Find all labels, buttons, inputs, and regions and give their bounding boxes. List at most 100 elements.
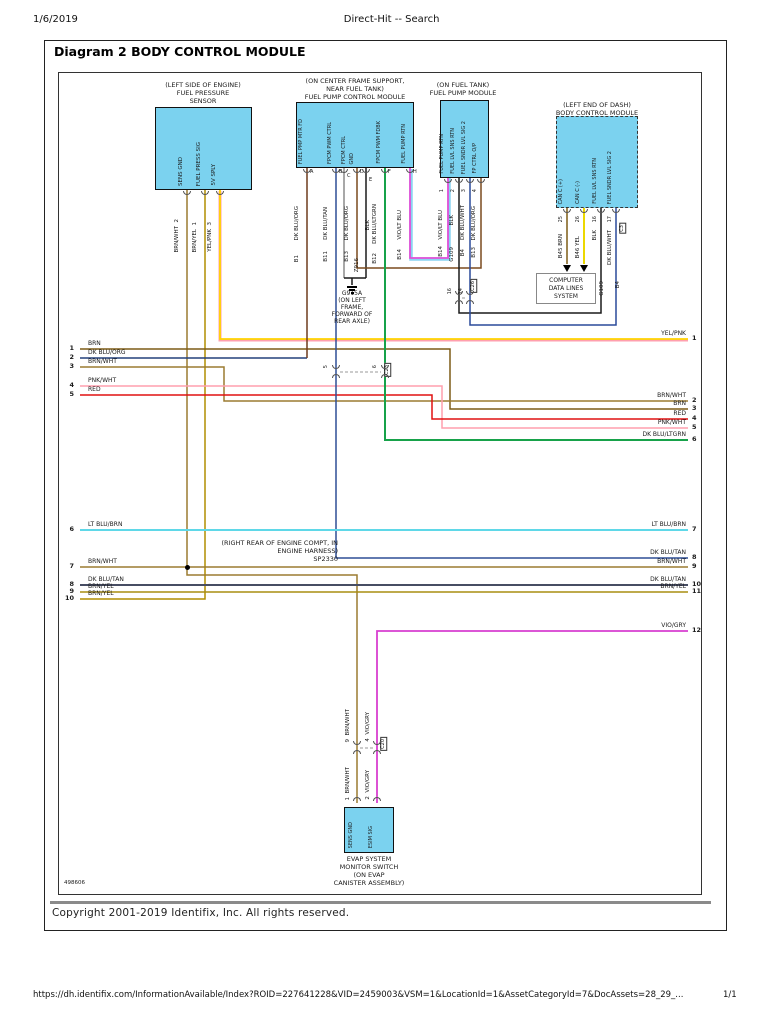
ground-symbol-icon [350,292,354,294]
diagram-label: YEL/PNK 3 [207,222,213,252]
diagram-title: Diagram 2 BODY CONTROL MODULE [54,44,306,59]
diagram-label: CANISTER ASSEMBLY) [333,879,405,887]
diagram-label: F [388,169,391,175]
row-number-right: 12 [692,626,702,634]
row-number-right: 3 [692,404,697,412]
row-number-left: 5 [69,390,74,398]
row-number-left: 8 [69,580,74,588]
diagram-label: B12 [372,253,378,264]
wire-color-label: BRN [673,400,686,407]
divider-rule [50,901,711,904]
diagram-label: DK BLU/WHT [607,230,613,265]
evap-monitor-switch-box [344,807,394,853]
fuel-pressure-sensor-box [155,107,252,190]
wire-color-label: BRN/YEL [88,583,114,590]
diagram-label: FUEL PUMP MODULE [429,89,497,97]
diagram-label: G109 [599,281,605,296]
diagram-label: DK BLU/ORG [294,205,300,240]
diagram-label: 26 [575,215,581,222]
wire-color-label: VIO/GRY [661,622,686,629]
diagram-label: 498606 [64,880,85,886]
diagram-label: BLK [592,229,598,240]
diagram-label: (LEFT END OF DASH) [563,101,631,109]
wire-color-label: BRN [88,340,101,347]
diagram-label: BLK [365,219,371,230]
wire-color-label: DK BLU/LTGRN [642,431,686,438]
row-number-right: 6 [692,435,697,443]
diagram-frame [58,72,702,895]
diagram-label: BRN/YEL 1 [192,221,198,252]
diagram-label: FUEL PMP MTR FD [298,118,304,164]
diagram-label: FUEL PUMP RTN [401,124,407,164]
connector-tag: C3 [619,223,627,234]
row-number-left: 1 [69,344,74,352]
connector-tag: C20 [380,737,388,751]
diagram-label: 3 [461,188,467,192]
diagram-label: DK BLU/TAN [323,207,329,240]
diagram-label: ESIM SIG [368,825,374,848]
diagram-label: COMPUTER [549,277,583,284]
wire-color-label: YEL/PNK [661,330,686,337]
inline-connector-icon [381,374,389,378]
diagram-label: CAN C (+) [558,178,564,204]
diagram-label: DK BLU/ORG [344,205,350,240]
wire-evap-viogry [376,630,688,803]
wire-color-label: LT BLU/BRN [651,521,686,528]
diagram-label: B45 BRN [558,233,564,258]
diagram-label: BODY CONTROL MODULE [555,109,639,117]
fuel-pump-control-module-box [296,102,414,168]
diagram-label: 2 VIO/GRY [365,770,371,800]
fuel-pump-module-box [440,100,489,178]
diagram-label: MONITOR SWITCH [339,863,399,871]
wire-color-label: PNK/WHT [88,377,117,384]
diagram-label: FUEL PUMP CONTROL MODULE [304,93,406,101]
row-number-left: 7 [69,562,74,570]
diagram-label: B13 [471,247,477,258]
diagram-label: B14 [397,249,403,260]
row-number-right: 11 [692,587,702,595]
diagram-label: FUEL PRESSURE [176,89,230,97]
wire-splice-branch-brnwht [186,567,358,803]
wire-row1-brn [80,348,688,410]
diagram-label: GND [349,152,355,164]
wire-fpcm-b-dkblutan [335,168,688,559]
diagram-label: NEAR FUEL TANK) [326,85,384,93]
diagram-label: 16 [447,287,453,294]
diagram-label: FP CTRL O/P [472,143,478,174]
wire-row4-pnkwht [80,385,688,429]
diagram-label: B1 [294,254,300,262]
ground-symbol-icon [347,286,357,288]
diagram-label: VIO/LT BLU [397,210,403,240]
diagram-label: DK BLU/LTGRN [372,204,378,244]
inline-connector-icon [455,300,463,304]
row-number-right: 9 [692,562,697,570]
wire-color-label: RED [673,410,686,417]
diagram-label: SP2330 [313,555,338,563]
diagram-label: CAN C (-) [575,180,581,204]
diagram-label: 4 [472,188,478,192]
wire-color-label: LT BLU/BRN [88,521,123,528]
wire-color-label: PNK/WHT [657,419,686,426]
diagram-label: 4 VIO/GRY [365,712,371,742]
diagram-label: FPCM CTRL [341,135,347,164]
diagram-label: 6 [372,364,378,368]
diagram-label: DK BLU/ORG [471,205,477,240]
row-number-right: 2 [692,396,697,404]
diagram-label: E [369,177,373,183]
diagram-label: ENGINE HARNESS) [277,547,338,555]
wire-color-label: BRN/YEL [88,590,114,597]
diagram-label: FUEL LVL SNS RTN [450,128,456,174]
copyright-text: Copyright 2001-2019 Identifix, Inc. All … [52,907,350,919]
row-number-left: 9 [69,587,74,595]
wire-fpcm-h-violtblu [409,168,449,259]
diagram-label: FPCM PWM CTRL [327,122,333,164]
computer-data-lines-box [536,273,596,304]
wire-row3-brnwht [80,366,688,402]
diagram-label: FUEL PUMP RTN [439,134,445,174]
row-number-left: 4 [69,381,74,389]
wire-yelpnk [219,190,688,340]
diagram-label: DK BLU/WHT [460,205,466,240]
arrow-down-icon [580,265,588,272]
wire-fpm-blk-bcm16 [458,178,602,314]
wire-color-label: BRN/WHT [88,358,117,365]
